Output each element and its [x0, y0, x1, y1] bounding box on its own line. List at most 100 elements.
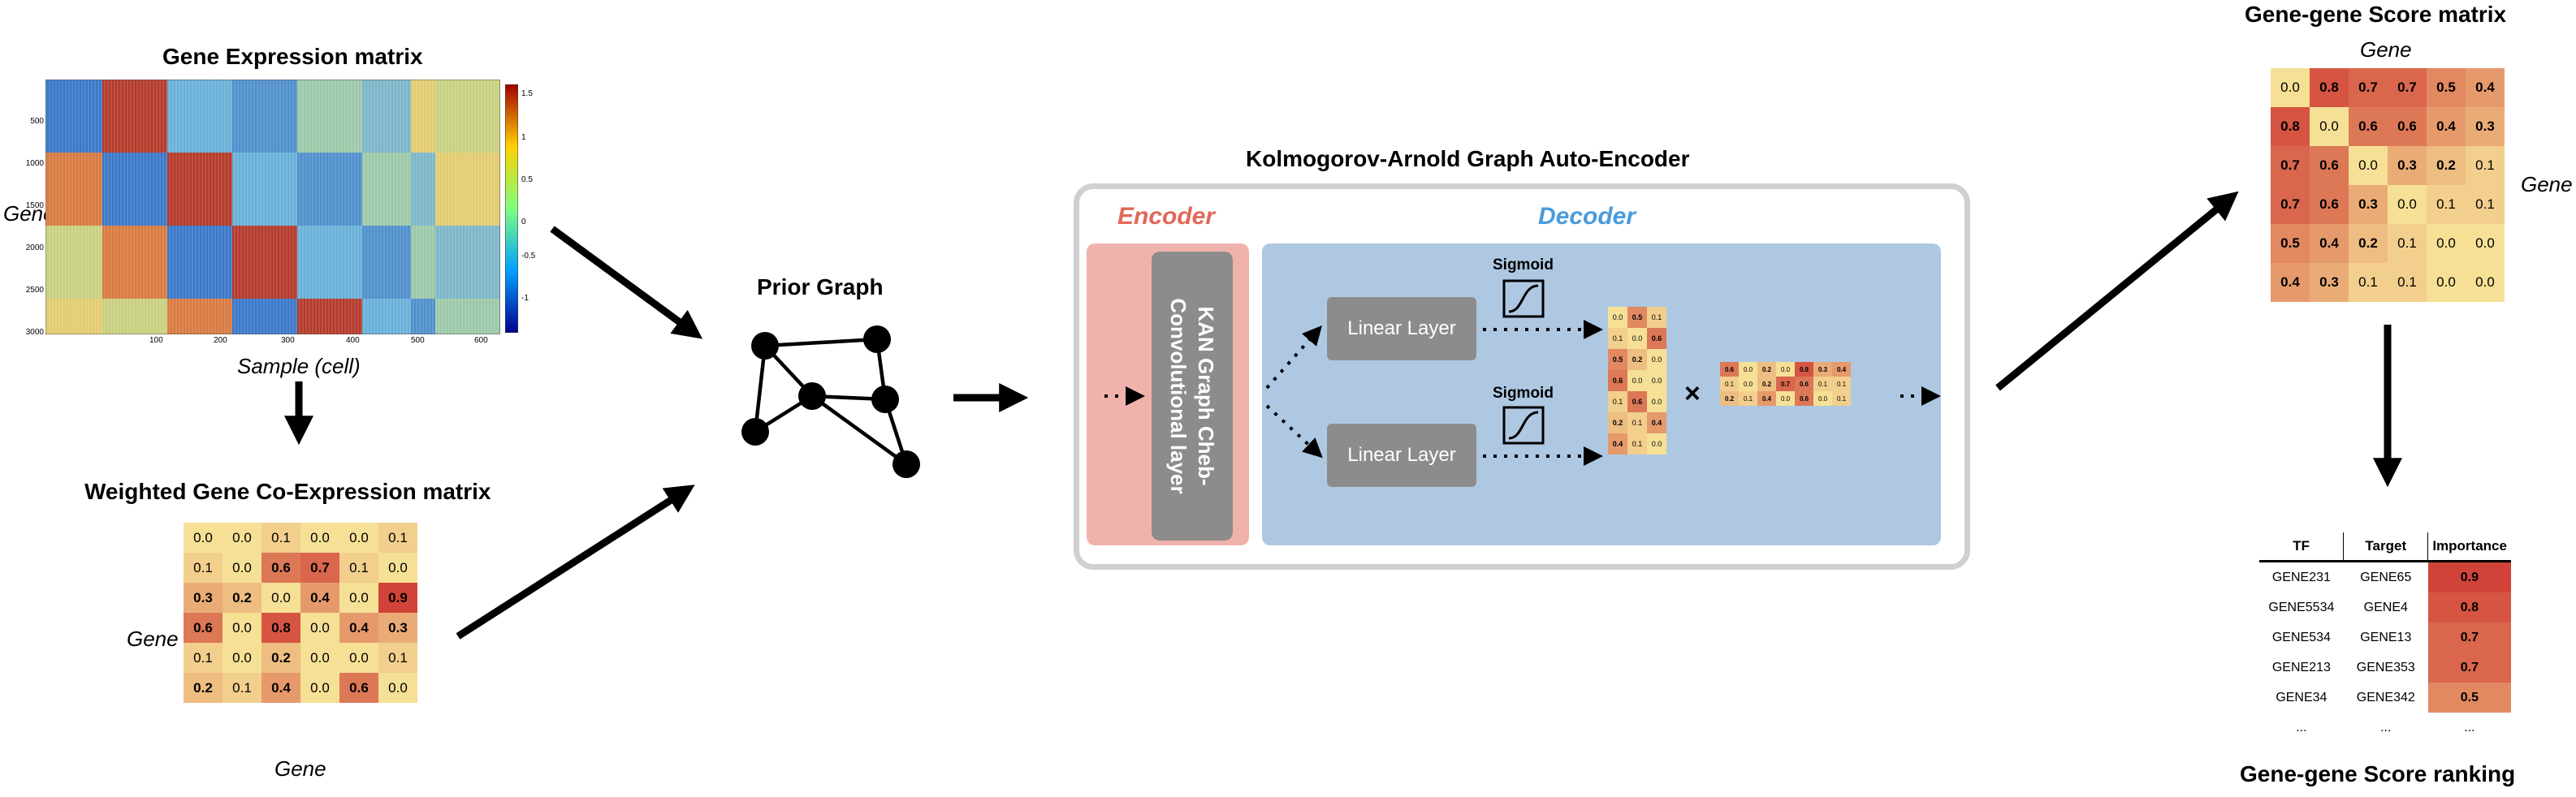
matrix-cell: 0.2 — [223, 583, 261, 613]
matrix-cell: 0.1 — [1813, 377, 1832, 391]
matrix-cell: 0.2 — [261, 643, 300, 673]
matrix-cell: 0.1 — [184, 643, 223, 673]
matrix-cell: 0.0 — [300, 523, 339, 553]
matrix-cell: 0.8 — [261, 613, 300, 643]
matrix-cell: 0.1 — [1647, 307, 1666, 328]
matrix-cell: 0.2 — [2427, 146, 2466, 185]
expression-heatmap — [45, 80, 500, 334]
matrix-cell: 0.1 — [378, 523, 417, 553]
matrix-cell: 0.0 — [1813, 391, 1832, 406]
matrix-cell: 0.2 — [1757, 362, 1776, 377]
decoder-label: Decoder — [1538, 203, 1636, 230]
matrix-cell: 0.3 — [2388, 146, 2427, 185]
matrix-cell: 0.6 — [1795, 391, 1813, 406]
matrix-cell: 0.4 — [2427, 107, 2466, 146]
matrix-cell: 0.7 — [1776, 377, 1795, 391]
x-tick: 600 — [474, 336, 488, 345]
matrix-cell: 0.0 — [1647, 433, 1666, 455]
header-target: Target — [2343, 532, 2429, 562]
matrix-cell: 0.4 — [1832, 362, 1851, 377]
matrix-cell: 0.6 — [2388, 107, 2427, 146]
matrix-cell: 0.5 — [1627, 307, 1647, 328]
colorbar-tick: -1 — [521, 294, 529, 303]
matrix-cell: 0.1 — [1720, 377, 1739, 391]
matrix-cell: 0.4 — [2466, 68, 2505, 107]
importance-cell: ... — [2464, 720, 2475, 735]
matrix-cell: 0.3 — [184, 583, 223, 613]
matrix-cell: 0.0 — [2310, 107, 2349, 146]
matrix-cell: 0.1 — [2466, 185, 2505, 224]
kagae-title: Kolmogorov-Arnold Graph Auto-Encoder — [1246, 146, 1690, 171]
matrix-cell: 0.7 — [300, 553, 339, 583]
matrix-cell: 0.0 — [2271, 68, 2310, 107]
linear-layer-2: Linear Layer — [1327, 424, 1476, 487]
matrix-cell: 0.0 — [223, 643, 261, 673]
matrix-cell: 0.1 — [339, 553, 378, 583]
matrix-cell: 0.4 — [1757, 391, 1776, 406]
matrix-cell: 0.0 — [2466, 263, 2505, 302]
colorbar-tick: 1 — [521, 133, 526, 142]
importance-cell: 0.9 — [2427, 561, 2511, 592]
matrix-cell: 0.2 — [1627, 349, 1647, 370]
x-tick: 100 — [149, 336, 163, 345]
score-col-label: Gene — [2360, 37, 2412, 62]
tf-cell: GENE213 — [2271, 660, 2331, 674]
matrix-cell: 0.1 — [1627, 433, 1647, 455]
matrix-cell: 0.0 — [300, 673, 339, 703]
expression-title: Gene Expression matrix — [162, 44, 423, 69]
arrow-wgcna-to-graph — [456, 485, 695, 640]
linear-layer-1: Linear Layer — [1327, 297, 1476, 360]
matrix-cell: 0.2 — [184, 673, 223, 703]
importance-cell: 0.7 — [2427, 653, 2511, 683]
matrix-cell: 0.6 — [2349, 107, 2388, 146]
sigmoid-label-1: Sigmoid — [1493, 256, 1554, 274]
colorbar-tick: 0 — [521, 218, 526, 226]
matrix-cell: 0.5 — [1608, 349, 1627, 370]
matrix-cell: 0.3 — [2310, 263, 2349, 302]
matrix-cell: 0.7 — [2271, 146, 2310, 185]
matrix-cell: 0.4 — [2310, 224, 2349, 263]
matrix-cell: 0.8 — [2310, 68, 2349, 107]
target-cell: ... — [2380, 720, 2392, 735]
encoder-label: Encoder — [1117, 203, 1216, 230]
header-tf: TF — [2259, 532, 2345, 562]
matrix-cell: 0.0 — [339, 643, 378, 673]
matrix-cell: 0.4 — [1608, 433, 1627, 455]
y-tick: 2000 — [25, 243, 44, 252]
matrix-cell: 0.1 — [378, 643, 417, 673]
matrix-cell: 0.7 — [2388, 68, 2427, 107]
matrix-cell: 0.6 — [184, 613, 223, 643]
matrix-cell: 0.4 — [1647, 412, 1666, 433]
matrix-cell: 0.5 — [2427, 68, 2466, 107]
matrix-cell: 0.0 — [184, 523, 223, 553]
wgcna-title: Weighted Gene Co-Expression matrix — [84, 479, 491, 504]
matrix-cell: 0.0 — [300, 643, 339, 673]
matrix-cell: 0.1 — [1832, 377, 1851, 391]
colorbar-tick: 1.5 — [521, 89, 533, 98]
matrix-cell: 0.2 — [2349, 224, 2388, 263]
x-tick: 500 — [411, 336, 425, 345]
y-tick: 500 — [30, 117, 44, 126]
matrix-cell: 0.0 — [1627, 370, 1647, 391]
x-tick: 300 — [281, 336, 295, 345]
matrix-cell: 0.6 — [1608, 370, 1627, 391]
arrow-expr-to-graph — [550, 226, 703, 339]
matrix-cell: 0.6 — [1627, 391, 1647, 412]
colorbar-tick: 0.5 — [521, 175, 533, 184]
matrix-cell: 0.6 — [339, 673, 378, 703]
matrix-cell: 0.1 — [1627, 412, 1647, 433]
score-row-label: Gene — [2521, 172, 2573, 196]
sigmoid-label-2: Sigmoid — [1493, 385, 1554, 402]
matrix-cell: 0.1 — [261, 523, 300, 553]
y-tick: 2500 — [25, 286, 44, 295]
matrix-cell: 0.6 — [2310, 185, 2349, 224]
dots-to-linear-2 — [1265, 404, 1323, 459]
